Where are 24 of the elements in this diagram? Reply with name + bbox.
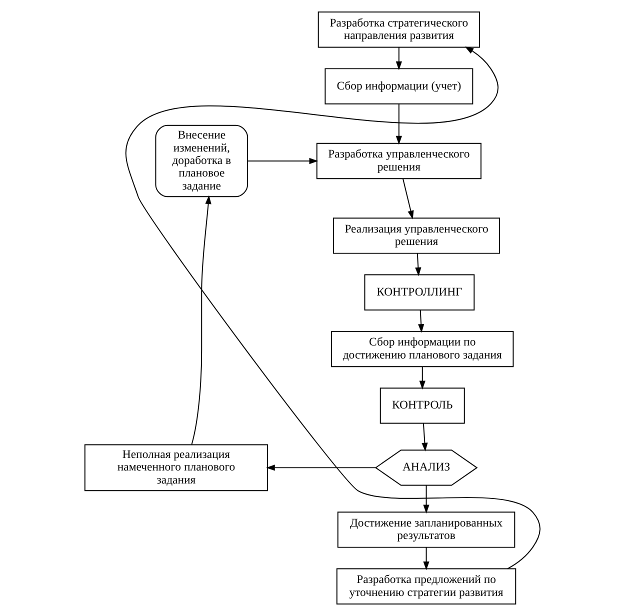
node-box: Разработка предложений по уточнению стратегии развития — [336, 568, 516, 604]
node-box: Сбор информации по достижению планового задания — [331, 330, 514, 368]
node-box: Внесение изменений, доработка в плановое задание — [155, 124, 248, 198]
arrow — [418, 310, 424, 333]
arrow — [415, 252, 422, 276]
node-box: КОНТРОЛЛИНГ — [364, 274, 475, 310]
arrow — [423, 546, 430, 570]
node-box: Реализация управленческого решения — [333, 218, 500, 254]
node-box: Неполная реализация намеченного планового задания — [84, 444, 268, 492]
arrow — [125, 46, 540, 570]
arrow — [422, 422, 428, 452]
arrow — [266, 464, 376, 471]
node-box: Сбор информации (учет) — [324, 68, 474, 104]
arrow — [191, 195, 212, 445]
arrow — [396, 46, 402, 70]
arrow — [247, 158, 318, 164]
node-box: Разработка стратегического направления развития — [318, 12, 480, 48]
node-box: Разработка управленческого решения — [316, 142, 482, 180]
node-box: Достижение запланированных результатов — [337, 512, 516, 548]
arrow — [396, 104, 402, 145]
arrow — [423, 484, 430, 514]
node-box: КОНТРОЛЬ — [380, 388, 465, 424]
arrow — [402, 178, 414, 220]
arrow — [419, 366, 426, 390]
